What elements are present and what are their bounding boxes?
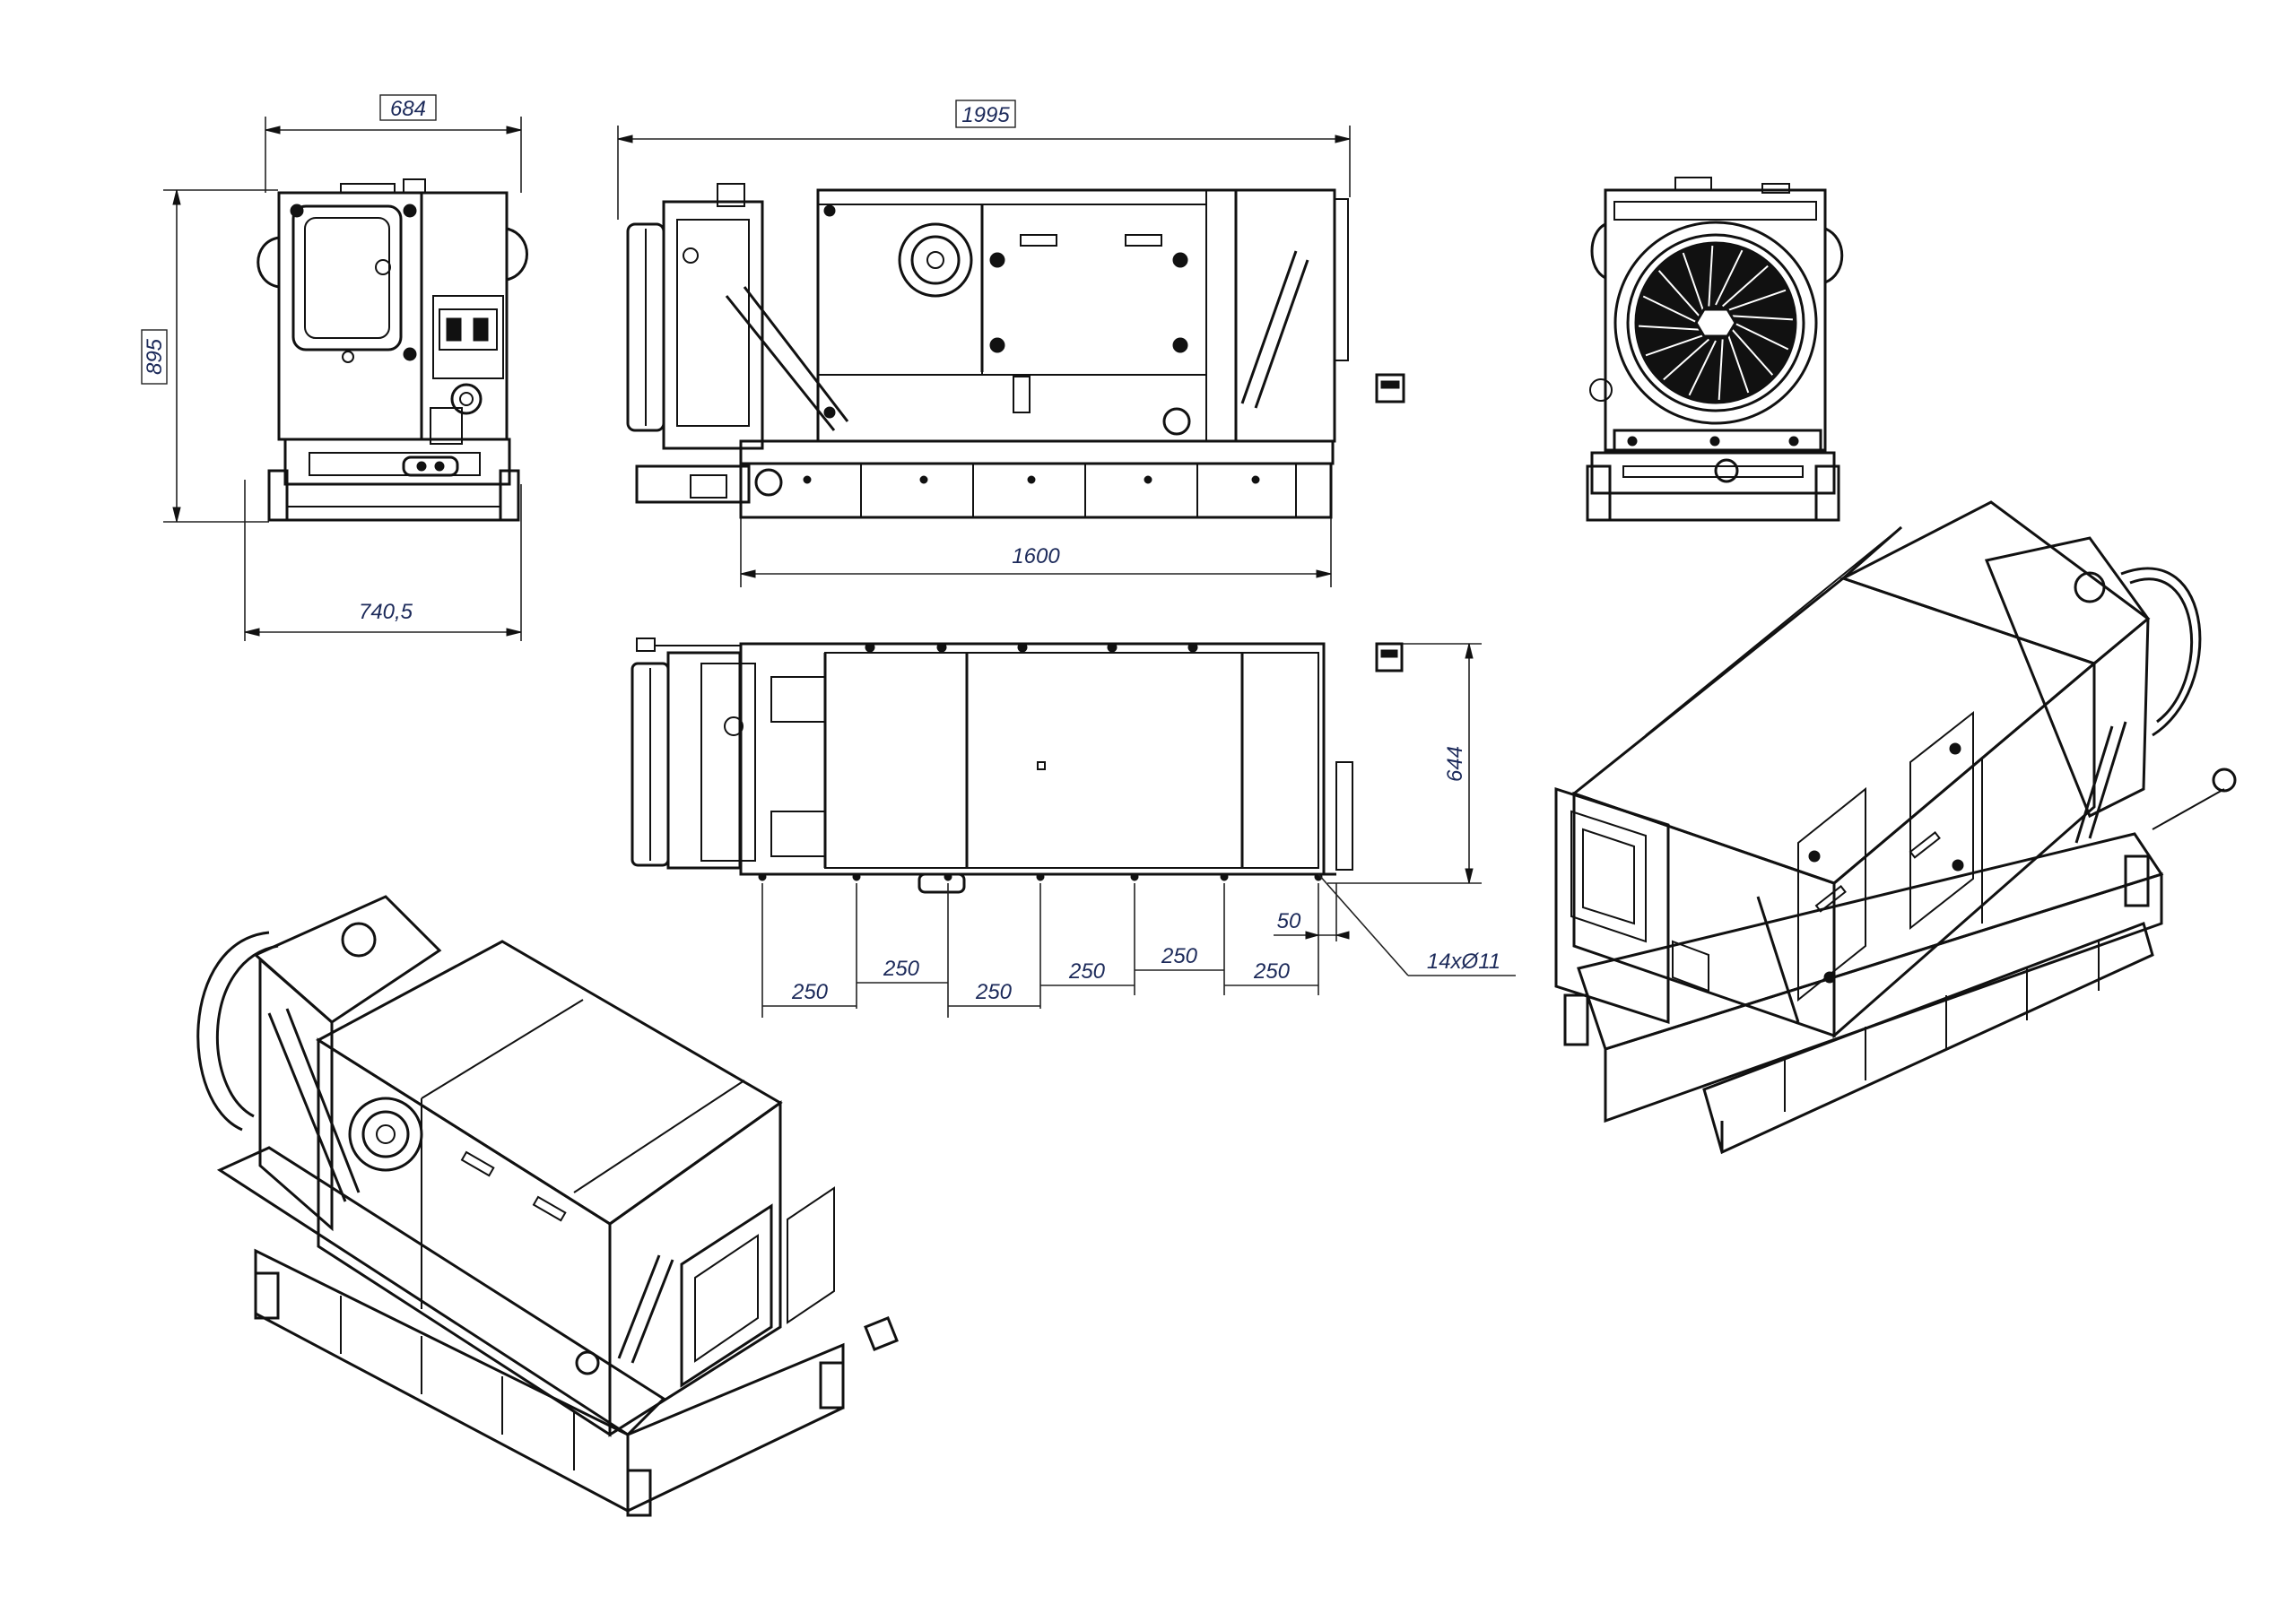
fan-blade: [1657, 270, 1700, 317]
fan-blade: [1639, 325, 1700, 331]
plan-view: 644: [631, 638, 1516, 1018]
dim-895-label: 895: [143, 338, 167, 375]
dim-684-label: 684: [390, 97, 426, 121]
fan-blade: [1733, 322, 1789, 351]
spacing-label-3: 250: [975, 980, 1013, 1004]
dim-1995-label: 1995: [961, 103, 1010, 127]
fan-blade: [1688, 340, 1717, 396]
fan-blade: [1663, 338, 1710, 381]
fan-blade: [1732, 315, 1793, 321]
fan-blade: [1682, 252, 1704, 311]
dim-1600-label: 1600: [1012, 544, 1060, 568]
end-offset-label: 50: [1277, 909, 1301, 933]
isometric-view-right: [1554, 500, 2237, 1155]
spacing-label-5: 250: [1161, 944, 1198, 968]
fan-blade: [1721, 265, 1769, 308]
fan-blade: [1718, 339, 1724, 400]
fan-blade: [1708, 246, 1714, 307]
fan-blade: [1727, 334, 1750, 394]
fan-blade: [1642, 295, 1699, 324]
front-view: 684 895 740,5: [141, 94, 528, 641]
rear-view: [1586, 177, 1844, 522]
isometric-view-left: [196, 895, 899, 1517]
holes-label: 14xØ11: [1427, 950, 1500, 974]
spacing-label-1: 250: [791, 980, 829, 1004]
fan-blade: [1715, 249, 1744, 306]
fan-blade: [1731, 328, 1774, 376]
spacing-label-4: 250: [1068, 959, 1106, 984]
fan-blade: [1727, 289, 1787, 311]
dim-7405-label: 740,5: [359, 600, 413, 624]
fan-blade: [1645, 334, 1704, 357]
spacing-dimensions: 250 250 250 250 250 250 50 14xØ11: [761, 873, 1516, 1018]
spacing-label-2: 250: [883, 957, 920, 981]
spacing-label-6: 250: [1253, 959, 1291, 984]
dim-644-label: 644: [1443, 746, 1467, 782]
side-view: 1995 1600: [617, 100, 1405, 587]
